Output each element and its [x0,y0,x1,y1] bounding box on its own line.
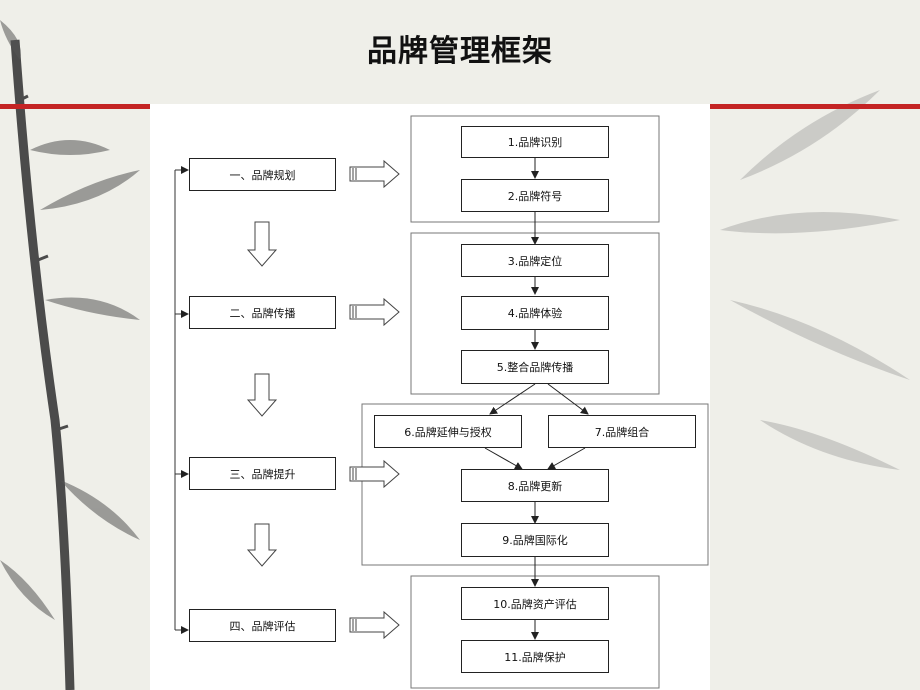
stage-box-planning: 一、品牌规划 [189,158,336,191]
stage-down-arrow-3 [246,523,278,567]
stage-down-arrow-1 [246,221,278,267]
step-box-internationalization: 9.品牌国际化 [461,523,609,557]
step-box-symbol: 2.品牌符号 [461,179,609,212]
step-box-identity: 1.品牌识别 [461,126,609,158]
step-box-equity-evaluation: 10.品牌资产评估 [461,587,609,620]
step-flow-arrows [484,158,589,640]
stage-box-enhancement: 三、品牌提升 [189,457,336,490]
stage-box-evaluation: 四、品牌评估 [189,609,336,642]
title-divider-left [0,104,150,109]
stage-right-arrow-3 [349,459,400,489]
step-box-experience: 4.品牌体验 [461,296,609,330]
step-box-integrated-communication: 5.整合品牌传播 [461,350,609,384]
feedback-bracket [174,166,189,634]
step-box-renewal: 8.品牌更新 [461,469,609,502]
stage-right-arrow-2 [349,297,400,327]
stage-box-communication: 二、品牌传播 [189,296,336,329]
diagram-panel [150,104,710,690]
page-title: 品牌管理框架 [367,34,553,69]
title-divider-right [710,104,920,109]
step-box-portfolio: 7.品牌组合 [548,415,696,448]
stage-right-arrow-1 [349,159,400,189]
step-box-extension-licensing: 6.品牌延伸与授权 [374,415,522,448]
step-box-protection: 11.品牌保护 [461,640,609,673]
stage-down-arrow-2 [246,373,278,417]
stage-right-arrow-4 [349,610,400,640]
step-box-positioning: 3.品牌定位 [461,244,609,277]
